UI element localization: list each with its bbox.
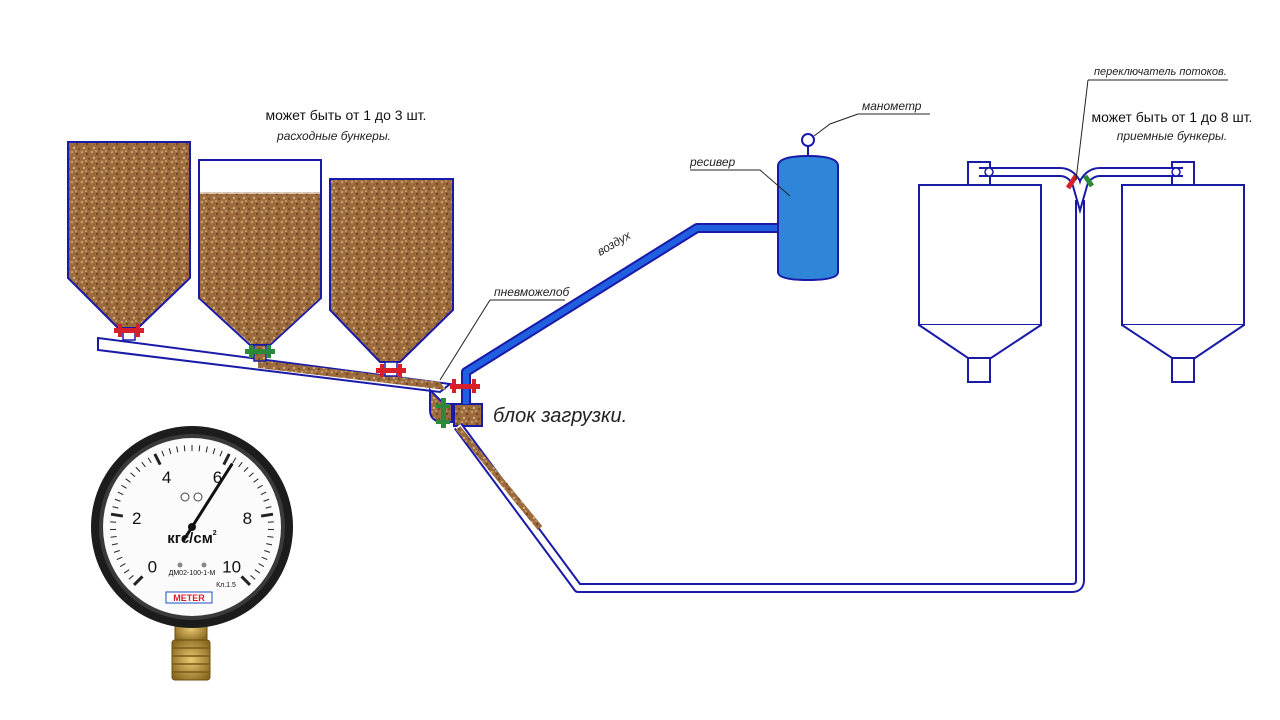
- gauge-minor-tick: [267, 536, 274, 538]
- gauge-minor-tick: [263, 498, 270, 502]
- gauge-minor-tick: [135, 466, 141, 472]
- gauge-minor-tick: [265, 506, 272, 509]
- receive-bunkers-label: приемные бункеры.: [1117, 129, 1227, 143]
- gauge-accuracy: Кл.1.5: [216, 582, 236, 589]
- gauge-major-tick: [153, 453, 162, 466]
- gauge-minor-tick: [141, 461, 146, 468]
- gauge-unit: кгс/см2: [167, 530, 217, 547]
- gauge-major-tick: [260, 512, 274, 518]
- gauge-major-tick: [222, 453, 231, 466]
- receiving-bunker-right: [1121, 161, 1245, 383]
- air-label: воздух: [595, 228, 634, 259]
- air-receiver: [777, 133, 839, 282]
- gauge-minor-tick: [264, 550, 271, 553]
- gauge-minor-tick: [111, 543, 118, 546]
- gauge-minor-tick: [250, 575, 256, 580]
- supply-bunker-2: [198, 159, 322, 346]
- gauge-major-tick: [132, 575, 144, 587]
- manometer-label: манометр: [862, 99, 922, 113]
- gauge-minor-tick: [266, 543, 273, 546]
- gauge-minor-tick: [128, 575, 134, 580]
- gauge-minor-tick: [243, 466, 249, 472]
- gauge-scale-label: 8: [243, 509, 252, 528]
- conveying-line: [453, 200, 1085, 593]
- gauge-minor-tick: [258, 563, 265, 567]
- gauge-minor-tick: [238, 461, 243, 468]
- gauge-minor-tick: [123, 569, 130, 574]
- gauge-scale-label: 10: [222, 558, 241, 577]
- gauge-minor-tick: [168, 448, 172, 455]
- gauge-minor-tick: [219, 450, 223, 457]
- gauge-minor-tick: [114, 498, 121, 502]
- receiving-bunker-left: [918, 161, 1042, 383]
- gauge-scale-label: 4: [162, 468, 171, 487]
- gauge-scale-label: 0: [148, 558, 157, 577]
- gauge-major-tick: [240, 575, 252, 587]
- supply-count-label: может быть от 1 до 3 шт.: [266, 107, 427, 123]
- gauge-scale-label: 6: [213, 468, 222, 487]
- gauge-minor-tick: [161, 450, 165, 457]
- gauge-minor-tick: [261, 556, 268, 561]
- gauge-brand: METER: [173, 593, 205, 603]
- gauge-scale-label: 2: [132, 509, 141, 528]
- gauge-minor-tick: [253, 478, 259, 483]
- loading-block: [429, 387, 483, 428]
- gauge-minor-tick: [254, 569, 261, 574]
- flow-switch: [979, 167, 1183, 215]
- valve-bunker-2: [245, 345, 275, 358]
- gauge-ticks: 0 2 4 6 8 10: [110, 445, 274, 587]
- gauge-minor-tick: [112, 506, 119, 509]
- gauge-minor-tick: [121, 484, 127, 489]
- supply-bunker-3: [329, 178, 454, 363]
- gauge-minor-tick: [212, 448, 216, 455]
- pressure-gauge: 0 2 4 6 8 10 кгс/см2 ДМ02-100-1-М Кл.1.5 METE…: [91, 426, 293, 681]
- gauge-model: ДМ02-100-1-М: [169, 570, 216, 577]
- air-line: [450, 223, 778, 404]
- gauge-minor-tick: [205, 446, 208, 453]
- gauge-minor-tick: [110, 536, 117, 538]
- gauge-hub: [188, 523, 196, 531]
- gauge-stamp-icon: [180, 492, 190, 502]
- supply-bunkers-label: расходные бункеры.: [276, 129, 391, 143]
- gauge-minor-tick: [117, 491, 124, 496]
- loading-block-label: блок загрузки.: [493, 405, 627, 427]
- gauge-minor-tick: [119, 563, 126, 567]
- gauge-minor-tick: [116, 556, 123, 561]
- gauge-minor-tick: [113, 550, 120, 553]
- gauge-minor-tick: [125, 478, 131, 483]
- gauge-minor-tick: [232, 457, 237, 464]
- gauge-minor-tick: [248, 472, 254, 478]
- gauge-minor-tick: [147, 457, 152, 464]
- pneumochute-label: пневможелоб: [494, 285, 570, 299]
- gauge-minor-tick: [198, 445, 201, 452]
- supply-bunker-1: [67, 141, 191, 329]
- gauge-minor-tick: [183, 445, 186, 452]
- leader-lines: [439, 79, 1228, 381]
- gauge-stamp-icon: [193, 492, 203, 502]
- gauge-minor-tick: [257, 484, 263, 489]
- gauge-major-tick: [110, 512, 124, 518]
- gauge-minor-tick: [260, 491, 267, 496]
- receiver-label: ресивер: [689, 155, 736, 169]
- flow-switch-label: переключатель потоков.: [1094, 66, 1227, 78]
- gauge-minor-tick: [130, 472, 136, 478]
- valve-bunker-1: [114, 324, 144, 337]
- valve-bunker-3: [376, 364, 406, 377]
- gauge-minor-tick: [176, 446, 179, 453]
- receive-count-label: может быть от 1 до 8 шт.: [1092, 109, 1253, 125]
